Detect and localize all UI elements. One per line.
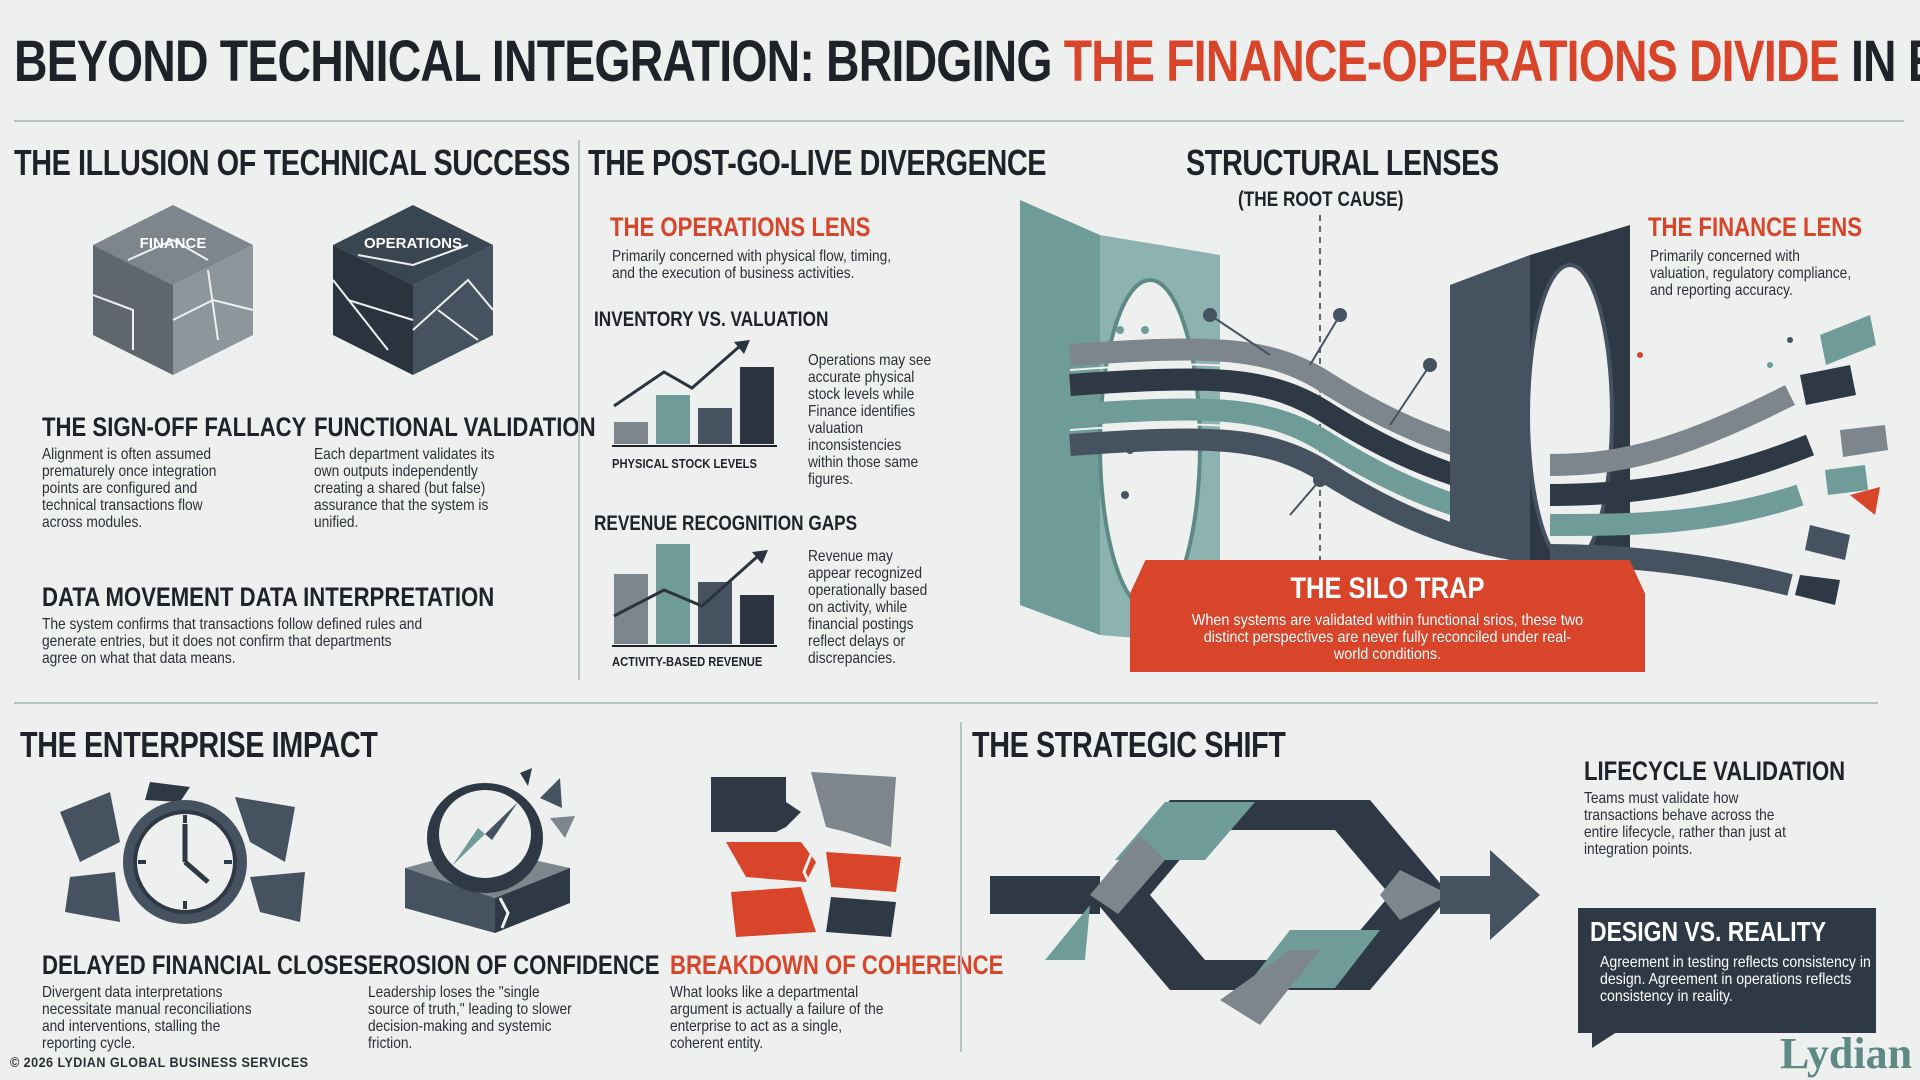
finance-lens-text: Primarily concerned with valuation, regu… bbox=[1650, 248, 1852, 299]
functional-heading: FUNCTIONAL VALIDATION bbox=[314, 412, 596, 442]
data-interpretation-heading: DATA MOVEMENT DATA INTERPRETATION bbox=[42, 582, 495, 612]
structural-lenses-illustration bbox=[1020, 200, 1888, 645]
lydian-logo: Lydian bbox=[1780, 1029, 1913, 1078]
design-vs-reality-text: Agreement in testing reflects consistenc… bbox=[1600, 954, 1871, 1005]
section-divider-1 bbox=[578, 140, 580, 680]
design-vs-reality-callout: DESIGN VS. REALITY Agreement in testing … bbox=[1578, 908, 1876, 1033]
data-interpretation-text: The system confirms that transactions fo… bbox=[42, 616, 423, 667]
revenue-heading: REVENUE RECOGNITION GAPS bbox=[594, 512, 858, 535]
shift-heading: THE STRATEGIC SHIFT bbox=[972, 724, 1286, 765]
broken-clock-icon bbox=[60, 782, 305, 924]
confidence-text: Leadership loses the "single source of t… bbox=[368, 984, 572, 1052]
revenue-bar-chart-icon bbox=[612, 544, 777, 647]
functional-text: Each department validates its own output… bbox=[314, 446, 495, 531]
closes-text: Divergent data interpretations necessita… bbox=[42, 984, 252, 1052]
title-part1: BEYOND TECHNICAL INTEGRATION: BRIDGING bbox=[14, 29, 1064, 94]
coherence-heading: BREAKDOWN OF COHERENCE bbox=[670, 950, 1004, 980]
inventory-bar-chart-icon bbox=[612, 340, 777, 447]
finance-cube-icon: FINANCE bbox=[92, 205, 254, 375]
signoff-heading: THE SIGN-OFF FALLACY bbox=[42, 412, 307, 442]
silo-trap-callout: THE SILO TRAP When systems are validated… bbox=[1130, 560, 1645, 672]
signoff-text: Alignment is often assumed prematurely o… bbox=[42, 446, 217, 531]
impact-heading: THE ENTERPRISE IMPACT bbox=[20, 724, 378, 765]
design-vs-reality-heading: DESIGN VS. REALITY bbox=[1590, 916, 1827, 947]
inventory-heading: INVENTORY VS. VALUATION bbox=[594, 308, 829, 331]
inventory-text: Operations may see accurate physical sto… bbox=[808, 352, 932, 488]
title-divider bbox=[14, 120, 1904, 122]
silo-trap-heading: THE SILO TRAP bbox=[1290, 572, 1485, 605]
illusion-heading: THE ILLUSION OF TECHNICAL SUCCESS bbox=[14, 142, 570, 183]
lenses-heading: STRUCTURAL LENSES bbox=[1186, 142, 1499, 183]
closes-heading: DELAYED FINANCIAL CLOSES bbox=[42, 950, 369, 980]
broken-puzzle-icon bbox=[711, 772, 901, 937]
strategic-shift-arrow-icon bbox=[990, 800, 1540, 1025]
revenue-text: Revenue may appear recognized operationa… bbox=[808, 548, 928, 667]
title-highlight: THE FINANCE-OPERATIONS DIVIDE bbox=[1063, 29, 1840, 94]
divergence-heading: THE POST-GO-LIVE DIVERGENCE bbox=[588, 142, 1047, 183]
confidence-heading: EROSION OF CONFIDENCE bbox=[368, 950, 660, 980]
operations-cube-icon: OPERATIONS bbox=[332, 205, 494, 375]
lenses-subheading: (THE ROOT CAUSE) bbox=[1238, 188, 1404, 211]
page-title: BEYOND TECHNICAL INTEGRATION: BRIDGING T… bbox=[14, 28, 1920, 95]
middle-divider bbox=[14, 702, 1878, 704]
revenue-caption: ACTIVITY-BASED REVENUE bbox=[612, 654, 763, 669]
inventory-caption: PHYSICAL STOCK LEVELS bbox=[612, 456, 757, 471]
section-divider-2 bbox=[960, 722, 962, 1052]
ops-lens-heading: THE OPERATIONS LENS bbox=[610, 212, 871, 242]
ops-lens-text: Primarily concerned with physical flow, … bbox=[612, 248, 892, 282]
lifecycle-heading: LIFECYCLE VALIDATION bbox=[1584, 756, 1846, 786]
broken-compass-icon bbox=[405, 768, 575, 933]
title-part2: IN ERP bbox=[1850, 29, 1920, 94]
coherence-text: What looks like a departmental argument … bbox=[670, 984, 884, 1052]
silo-trap-text: When systems are validated within functi… bbox=[1191, 612, 1584, 663]
lifecycle-text: Teams must validate how transactions beh… bbox=[1584, 790, 1786, 858]
finance-lens-heading: THE FINANCE LENS bbox=[1648, 212, 1863, 242]
cube-operations-label: OPERATIONS bbox=[364, 235, 462, 252]
callout-tail-icon bbox=[1592, 1030, 1620, 1048]
copyright-footer: © 2026 LYDIAN GLOBAL BUSINESS SERVICES bbox=[10, 1054, 309, 1070]
cube-finance-label: FINANCE bbox=[140, 235, 207, 252]
